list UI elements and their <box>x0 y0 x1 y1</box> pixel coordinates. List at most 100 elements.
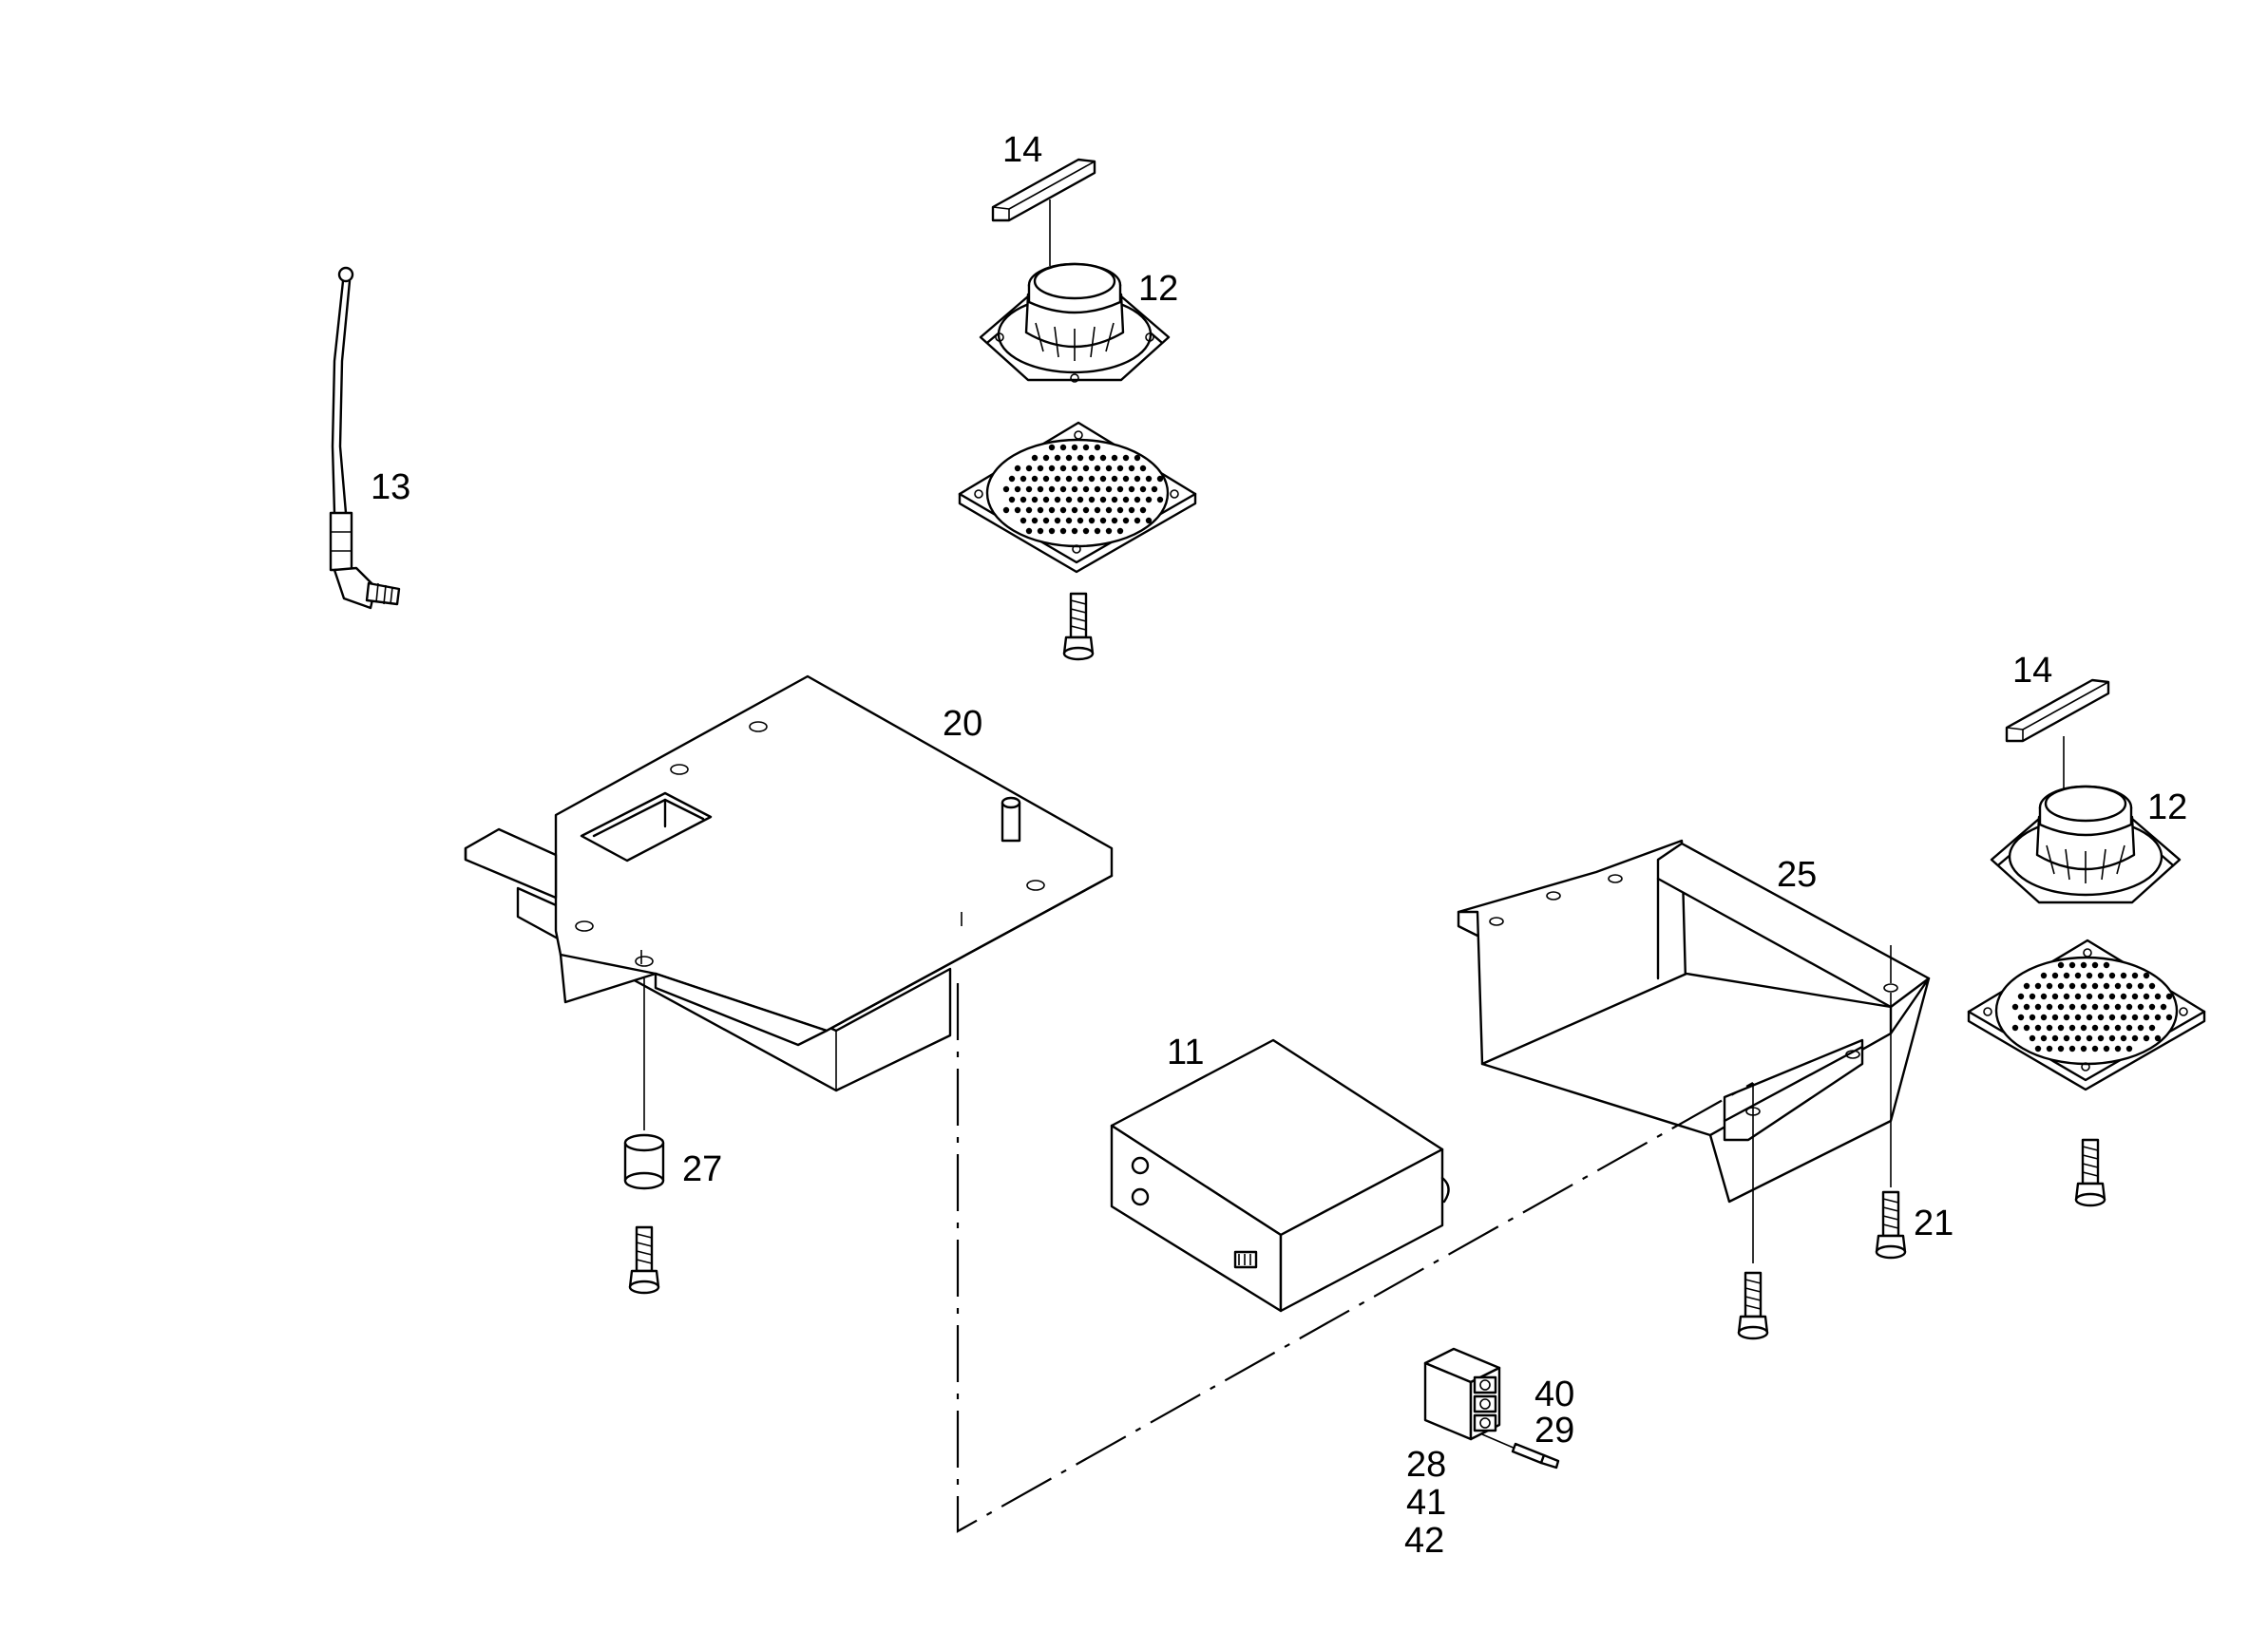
grille-hole <box>2068 1045 2076 1053</box>
grille-hole <box>1031 517 1039 524</box>
grille-hole <box>2103 982 2110 990</box>
grille-hole <box>2074 993 2082 1000</box>
grille-hole <box>2017 993 2025 1000</box>
grille-hole <box>1048 444 1056 451</box>
grille-hole <box>2108 993 2116 1000</box>
grille-hole <box>1059 527 1067 535</box>
grille-hole <box>2108 1014 2116 1021</box>
grille-hole <box>2046 1003 2053 1011</box>
grille-hole <box>2011 1024 2019 1032</box>
grille-hole <box>1025 465 1033 472</box>
grille-hole <box>2091 1024 2099 1032</box>
grille-hole <box>1116 506 1124 514</box>
grille-hole <box>1037 506 1044 514</box>
grille-hole <box>1031 475 1039 483</box>
grille-hole <box>1037 527 1044 535</box>
grille-hole <box>2097 993 2105 1000</box>
grille-hole <box>1059 444 1067 451</box>
grille-hole <box>2057 1024 2065 1032</box>
grille-hole <box>1105 465 1113 472</box>
grille-hole <box>1134 475 1141 483</box>
grille-hole <box>2040 972 2048 979</box>
callout-25: 25 <box>1777 855 1817 895</box>
grille-hole <box>2131 1034 2139 1042</box>
grille-hole <box>2154 1014 2162 1021</box>
spacer-27-part <box>623 978 665 1295</box>
grille-hole <box>1145 517 1153 524</box>
grille-hole <box>2057 1045 2065 1053</box>
grille-hole <box>2017 1014 2025 1021</box>
connector-block-part <box>1423 1347 1560 1470</box>
grille-hole <box>2057 982 2065 990</box>
grille-hole <box>2080 1024 2087 1032</box>
grille-hole <box>2125 1003 2133 1011</box>
grille-hole <box>2029 1034 2036 1042</box>
callout-11: 11 <box>1167 1033 1204 1072</box>
grille-hole <box>1002 485 1010 493</box>
grille-hole <box>2148 1024 2156 1032</box>
grille-hole <box>2074 972 2082 979</box>
grille-hole <box>2068 961 2076 969</box>
grille-hole <box>2034 1003 2042 1011</box>
grille-hole <box>2074 1034 2082 1042</box>
grille-hole <box>2108 1034 2116 1042</box>
grille-hole <box>1105 485 1113 493</box>
grille-hole <box>1065 475 1073 483</box>
grille-hole <box>1059 506 1067 514</box>
grille-hole <box>2057 961 2065 969</box>
grille-hole <box>1077 517 1084 524</box>
grille-hole <box>2023 1003 2030 1011</box>
grille-hole <box>2137 1003 2144 1011</box>
grille-hole <box>1077 475 1084 483</box>
antenna-part <box>329 266 401 610</box>
grille-hole <box>1025 506 1033 514</box>
grille-hole <box>2086 1034 2093 1042</box>
grille-hole <box>1145 496 1153 503</box>
grille-hole <box>2051 1034 2059 1042</box>
grille-hole <box>2114 982 2122 990</box>
grille-hole <box>1134 454 1141 462</box>
grille-hole <box>1111 496 1118 503</box>
grille-hole <box>1048 506 1056 514</box>
grille-hole <box>2080 1045 2087 1053</box>
grille-hole <box>2120 972 2127 979</box>
grille-hole <box>2011 1003 2019 1011</box>
grille-hole <box>1094 444 1101 451</box>
grille-hole <box>1054 517 1061 524</box>
grille-hole <box>2091 982 2099 990</box>
grille-hole <box>1031 454 1039 462</box>
grille-hole <box>2143 1014 2150 1021</box>
grille-hole <box>1065 454 1073 462</box>
callout-42: 42 <box>1404 1521 1444 1561</box>
grille-hole <box>1122 454 1130 462</box>
grille-hole <box>2097 1034 2105 1042</box>
grille-hole <box>2097 1014 2105 1021</box>
grille-hole <box>1139 485 1147 493</box>
grille-hole <box>1088 517 1096 524</box>
grille-hole <box>1002 506 1010 514</box>
grille-hole <box>2120 1034 2127 1042</box>
grille-hole <box>1071 465 1078 472</box>
grille-hole <box>2103 961 2110 969</box>
grille-hole <box>1145 475 1153 483</box>
grille-hole <box>2137 982 2144 990</box>
grille-hole <box>1082 465 1090 472</box>
callout-14-right: 14 <box>2012 651 2052 691</box>
grille-hole <box>2120 993 2127 1000</box>
grille-hole <box>1122 517 1130 524</box>
bracket-25-part <box>1457 839 1931 1263</box>
grille-hole <box>2080 961 2087 969</box>
grille-hole <box>1116 485 1124 493</box>
grille-hole <box>1151 485 1158 493</box>
callout-41: 41 <box>1406 1483 1446 1523</box>
grille-hole <box>1128 506 1135 514</box>
grille-hole <box>1025 527 1033 535</box>
grille-hole <box>2040 1014 2048 1021</box>
grille-hole <box>1059 465 1067 472</box>
grille-hole <box>2148 982 2156 990</box>
grille-hole <box>2125 1045 2133 1053</box>
grille-hole <box>2160 1003 2167 1011</box>
grille-hole <box>1042 475 1050 483</box>
callout-29: 29 <box>1534 1411 1574 1451</box>
